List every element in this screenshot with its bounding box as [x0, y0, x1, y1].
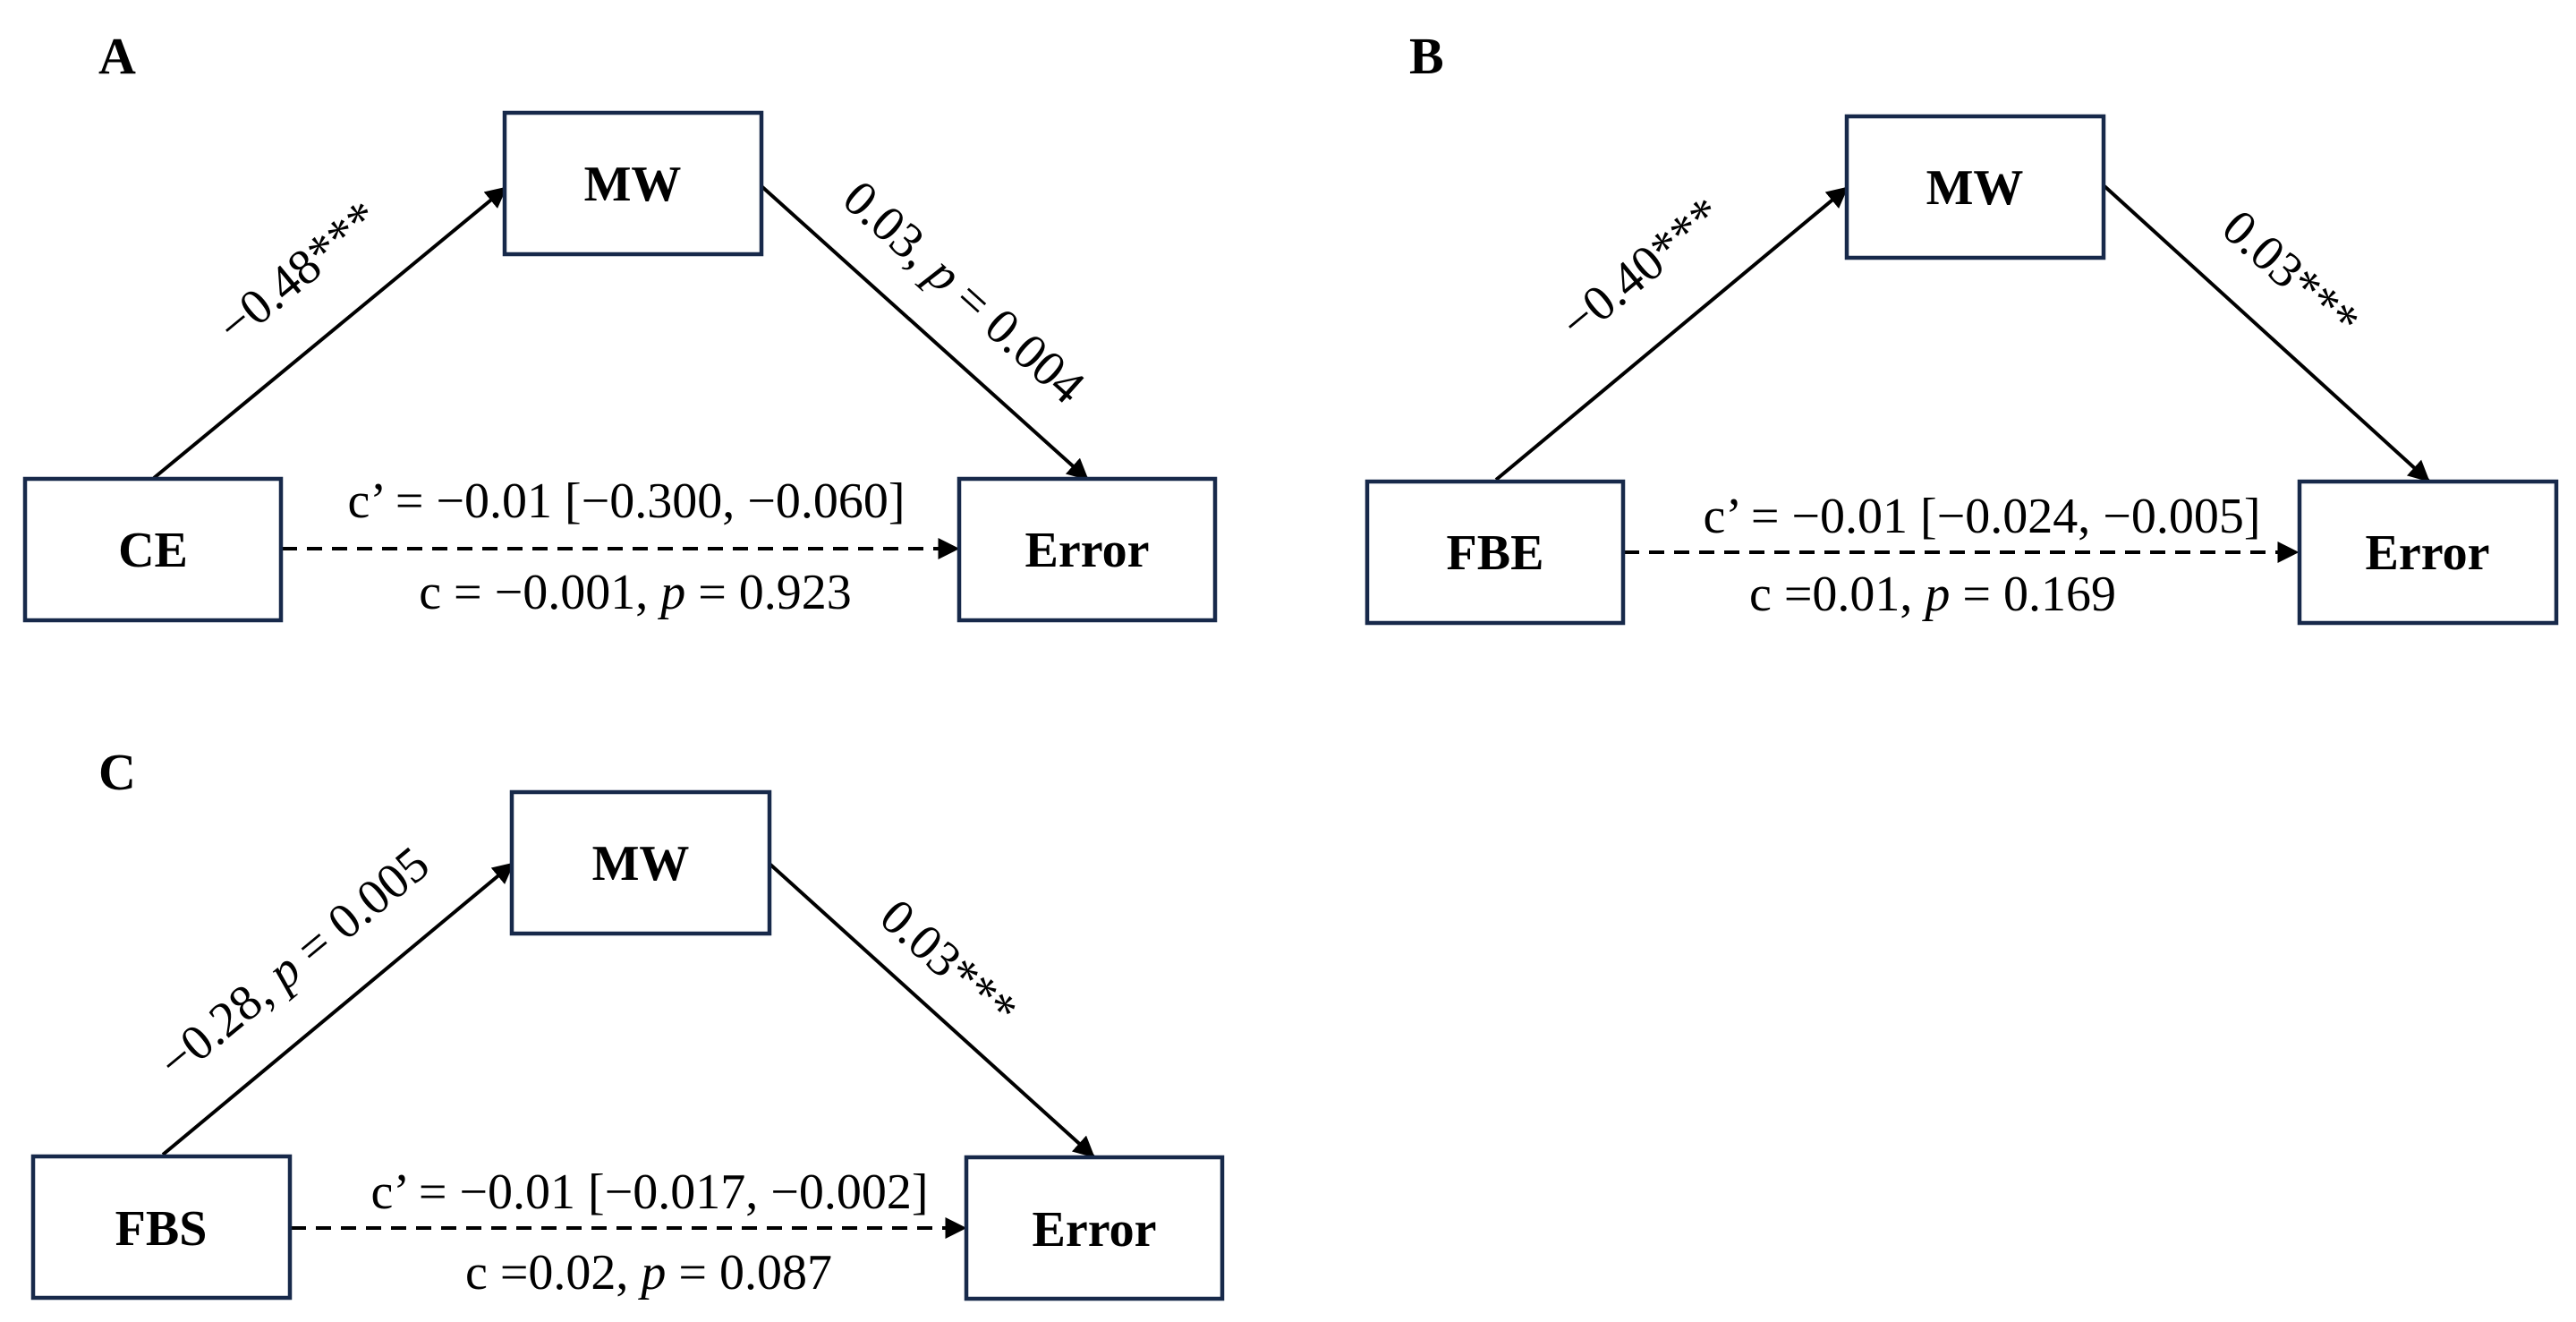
panel-a-total-effect-p-symbol: p: [657, 565, 685, 620]
panel-a-indirect-effect-label: c’ = −0.01 [−0.300, −0.060]: [348, 473, 905, 529]
panel-a-b-path-arrow: [760, 184, 1089, 481]
panel-c-outcome-label: Error: [1033, 1202, 1157, 1258]
panel-b-mediator-box: [1844, 114, 2106, 260]
panel-c-mediator-label: MW: [592, 836, 690, 891]
panel-c-b-path-arrow: [768, 862, 1095, 1158]
panel-a-predictor-label: CE: [118, 523, 188, 578]
panel-b-a-path-arrow: [1494, 186, 1849, 482]
panel-b-mediator-label: MW: [1926, 160, 2024, 216]
panel-b-total-effect-coef: c =0.01,: [1749, 567, 1925, 622]
panel-a-letter: A: [98, 27, 136, 85]
panel-b-b-path-arrow: [2103, 184, 2430, 482]
panel-b-outcome-label: Error: [2366, 525, 2490, 581]
panel-b-b-path-label: 0.03***: [2212, 200, 2370, 350]
panel-b-indirect-effect-label: c’ = −0.01 [−0.024, −0.005]: [1704, 489, 2261, 544]
panel-c-total-effect-p-symbol: p: [637, 1245, 666, 1301]
panel-c-total-effect-label: c =0.02, p = 0.087: [465, 1245, 832, 1301]
panel-c-a-path-label: −0.28, p = 0.005: [149, 836, 440, 1090]
panel-c-total-effect-coef: c =0.02,: [465, 1245, 641, 1301]
panel-a-total-effect-p-value: = 0.923: [685, 565, 852, 620]
panel-c-total-effect-p-value: = 0.087: [666, 1245, 832, 1301]
panel-c-predictor-label: FBS: [115, 1201, 208, 1257]
panel-c-mediator-box: [509, 789, 772, 936]
panel-b-letter: B: [1409, 27, 1444, 85]
panel-a-mediator-box: [502, 110, 764, 257]
panel-c-indirect-effect-label: c’ = −0.01 [−0.017, −0.002]: [371, 1164, 929, 1220]
panel-b-outcome-box: [2297, 479, 2559, 626]
panel-c-b-path-label: 0.03***: [870, 889, 1028, 1039]
panel-a-predictor-box: [22, 476, 284, 623]
panel-a-outcome-box: [956, 476, 1218, 623]
panel-b-a-path-label: −0.40***: [1550, 186, 1732, 351]
panel-c-a-path-p-value: = 0.005: [276, 836, 440, 985]
panel-b-total-effect-p-symbol: p: [1921, 567, 1950, 622]
panel-c-outcome-box: [964, 1155, 1225, 1301]
panel-a-total-effect-label: c = −0.001, p = 0.923: [419, 565, 852, 620]
panel-b-predictor-box: [1365, 479, 1626, 626]
panel-a-outcome-label: Error: [1025, 523, 1150, 578]
panel-b: B FBE MW Error −0.40*** 0.03*** c’ = −0.…: [1365, 27, 2559, 626]
panel-a-mediator-label: MW: [584, 157, 682, 212]
panel-b-total-effect-p-value: = 0.169: [1950, 567, 2116, 622]
panel-a-b-path-label: 0.03, p = 0.004: [832, 170, 1095, 414]
panel-c-predictor-box: [30, 1154, 293, 1301]
panel-a: A CE MW Error −0.48*** 0.03, p = 0.004 c…: [22, 27, 1218, 623]
panel-a-a-path-arrow: [152, 186, 507, 480]
panel-a-total-effect-coef: c = −0.001,: [419, 565, 660, 620]
panel-c: C FBS MW Error −0.28, p = 0.005 0.03*** …: [30, 743, 1225, 1301]
panel-c-a-path-arrow: [161, 862, 514, 1156]
panel-c-letter: C: [98, 743, 136, 801]
panel-a-b-path-p-value: = 0.004: [935, 262, 1095, 414]
panel-b-predictor-label: FBE: [1447, 525, 1544, 581]
panel-a-a-path-label: −0.48***: [207, 190, 389, 354]
panel-b-total-effect-label: c =0.01, p = 0.169: [1749, 567, 2116, 622]
panel-c-a-path-coef: −0.28,: [149, 958, 293, 1090]
